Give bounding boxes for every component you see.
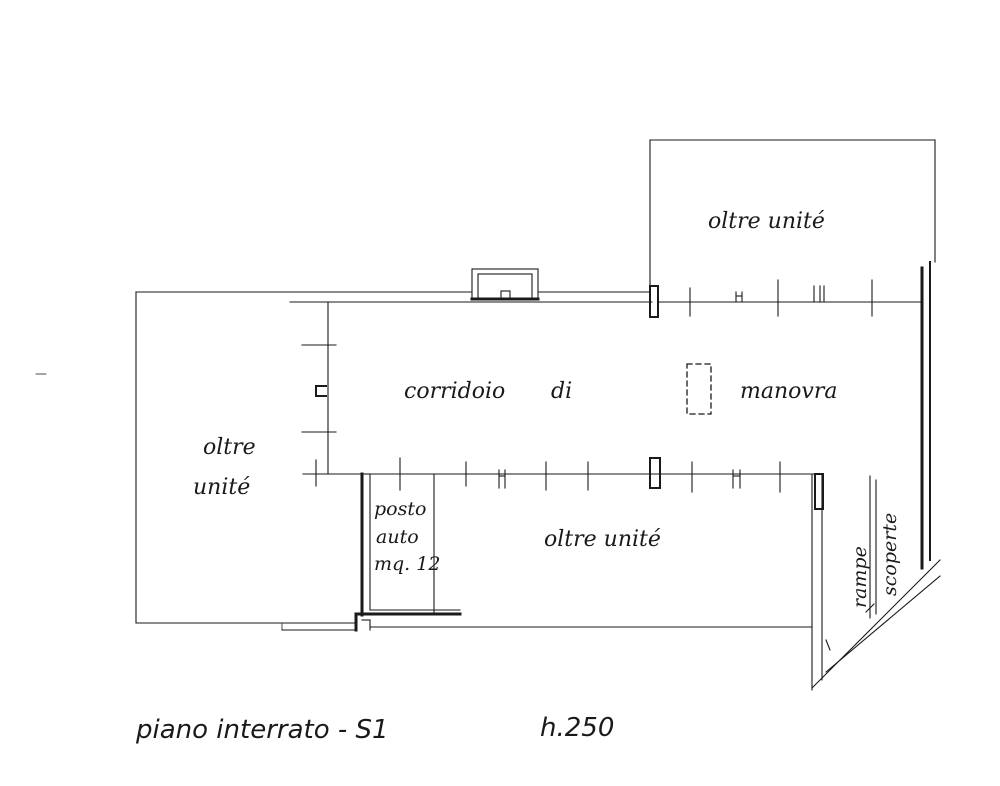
dashed-element [686,363,712,415]
label-ramp-line1: rampe [849,546,871,608]
label-parking-line1: posto [374,498,426,520]
parking-space-walls [354,472,462,632]
caption-floor: piano interrato - S1 [135,715,389,745]
label-unit-bottom: oltre unité [544,527,661,552]
label-corridor-part1: corridoio [404,379,505,404]
label-parking-line2: auto [376,526,419,548]
unit-top-right-outline [649,139,936,289]
label-unit-left-line1: oltre [203,435,256,460]
corridor-left-wall [301,301,337,475]
label-ramp-line2: scoperte [879,513,901,596]
label-parking-line3: mq. 12 [374,553,440,575]
caption-height: h.250 [540,713,614,743]
corridor-upper-wall [289,279,923,318]
outer-boundary [135,291,813,631]
corridor-lower-wall [302,457,823,493]
right-side-walls [811,261,931,691]
shaft-element [470,268,540,301]
label-unit-left-line2: unité [193,475,250,500]
label-corridor-part3: manovra [740,379,837,404]
label-corridor-part2: di [551,379,572,404]
ramp [811,475,941,689]
label-unit-top-right: oltre unité [708,209,825,234]
